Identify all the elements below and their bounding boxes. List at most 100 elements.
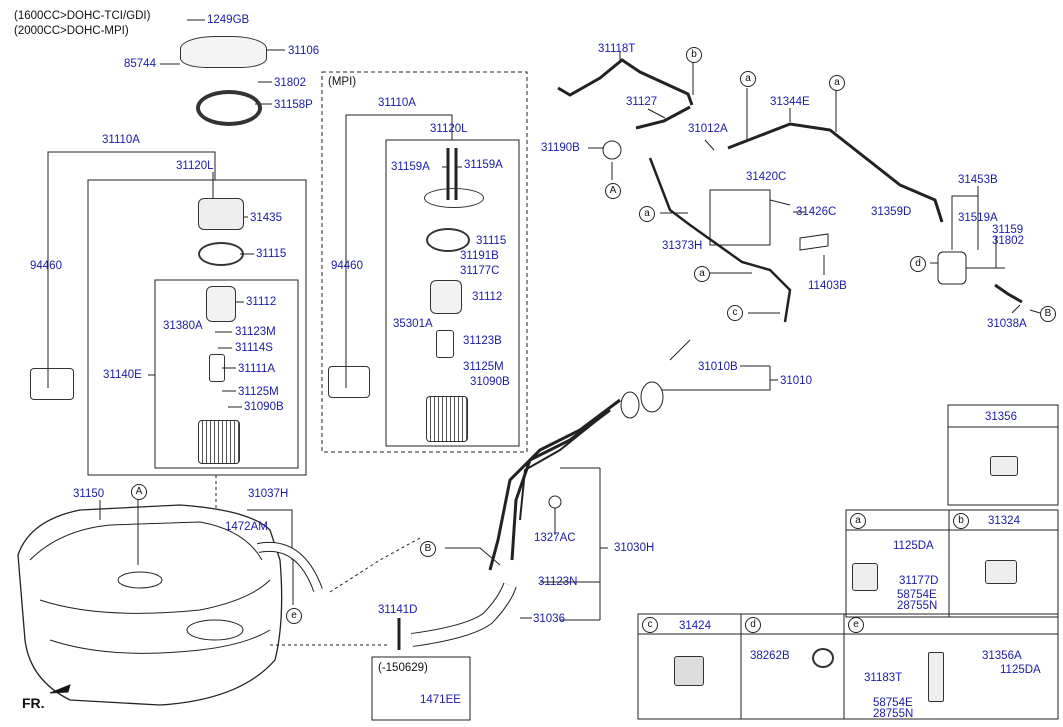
part-label-28755N-a[interactable]: 28755N (897, 600, 938, 612)
part-shape-clip-31324 (985, 560, 1017, 584)
part-label-58754E-e[interactable]: 58754E (873, 697, 913, 709)
date-range-note: (-150629) (378, 662, 428, 674)
marker-B-tank: B (420, 541, 436, 557)
part-label-31106[interactable]: 31106 (288, 45, 320, 57)
part-label-31802-top[interactable]: 31802 (274, 77, 306, 89)
part-label-31183T[interactable]: 31183T (864, 672, 903, 684)
part-label-31123B[interactable]: 31123B (463, 335, 502, 347)
part-label-31036[interactable]: 31036 (533, 613, 565, 625)
part-label-31344E[interactable]: 31344E (770, 96, 810, 108)
marker-B-right: B (1040, 306, 1056, 322)
part-label-31010B[interactable]: 31010B (698, 361, 738, 373)
part-label-31110A-mpi[interactable]: 31110A (378, 97, 416, 109)
part-label-11403B[interactable]: 11403B (808, 280, 847, 292)
part-label-31110A-left[interactable]: 31110A (102, 134, 140, 146)
part-shape-sender-left (30, 368, 74, 400)
part-label-1125DA-a[interactable]: 1125DA (893, 540, 934, 552)
marker-a-mid-2: a (694, 266, 710, 282)
part-label-31435[interactable]: 31435 (250, 212, 282, 224)
part-label-31125M-mpi[interactable]: 31125M (463, 361, 504, 373)
part-label-31802-right[interactable]: 31802 (992, 235, 1024, 247)
marker-A-tank: A (131, 484, 147, 500)
ref-box-b (948, 509, 1059, 618)
marker-d-box: d (745, 617, 761, 633)
part-label-31090B-left[interactable]: 31090B (244, 401, 284, 413)
part-label-31177C[interactable]: 31177C (460, 265, 500, 277)
part-shape-sender-mpi (328, 366, 370, 398)
part-label-28755N-e[interactable]: 28755N (873, 708, 914, 720)
part-label-31112-left[interactable]: 31112 (246, 296, 277, 308)
part-label-1327AC[interactable]: 1327AC (534, 532, 576, 544)
part-label-31420C[interactable]: 31420C (746, 171, 787, 183)
part-label-58754E-a[interactable]: 58754E (897, 589, 937, 601)
part-label-31123M[interactable]: 31123M (235, 326, 276, 338)
part-shape-pump-module-left (198, 198, 244, 230)
part-label-31158P[interactable]: 31158P (274, 99, 313, 111)
part-label-31373H[interactable]: 31373H (662, 240, 703, 252)
part-label-31115-mpi[interactable]: 31115 (476, 235, 507, 247)
part-label-31453B[interactable]: 31453B (958, 174, 998, 186)
part-label-31118T[interactable]: 31118T (598, 43, 636, 55)
part-label-31159[interactable]: 31159 (992, 224, 1024, 236)
part-label-31177D[interactable]: 31177D (899, 575, 939, 587)
part-shape-pump-left (206, 286, 236, 322)
part-label-31030H[interactable]: 31030H (614, 542, 655, 554)
part-label-1125DA-e[interactable]: 1125DA (1000, 664, 1041, 676)
part-label-31426C[interactable]: 31426C (796, 206, 837, 218)
part-shape-strainer-mpi (426, 396, 468, 442)
part-shape-ring-mpi (426, 228, 470, 252)
part-label-94460-left[interactable]: 94460 (30, 260, 62, 272)
marker-a-top-2: a (829, 75, 845, 91)
part-shape-gasket (196, 90, 262, 126)
part-label-31114S[interactable]: 31114S (235, 342, 273, 354)
part-label-31012A[interactable]: 31012A (688, 123, 728, 135)
part-label-31380A[interactable]: 31380A (163, 320, 203, 332)
part-label-31424[interactable]: 31424 (679, 620, 711, 632)
part-label-1249GB[interactable]: 1249GB (207, 14, 250, 26)
part-label-31038A[interactable]: 31038A (987, 318, 1027, 330)
part-label-31010[interactable]: 31010 (780, 375, 812, 387)
part-label-31120L-left[interactable]: 31120L (176, 160, 214, 172)
marker-a-mid-1: a (639, 206, 655, 222)
part-label-38262B[interactable]: 38262B (750, 650, 790, 662)
part-label-35301A[interactable]: 35301A (393, 318, 433, 330)
part-label-31356[interactable]: 31356 (985, 411, 1017, 423)
part-label-31324[interactable]: 31324 (988, 515, 1020, 527)
part-label-31037H[interactable]: 31037H (248, 488, 289, 500)
part-shape-cap-31424 (674, 656, 704, 686)
left-assembly-box (87, 179, 307, 476)
part-shape-filter-left (209, 354, 225, 382)
part-label-31111A[interactable]: 31111A (238, 363, 276, 375)
part-label-31359D[interactable]: 31359D (871, 206, 912, 218)
part-label-85744[interactable]: 85744 (124, 58, 156, 70)
part-label-31159A-2[interactable]: 31159A (464, 159, 503, 171)
part-label-31190B[interactable]: 31190B (541, 142, 580, 154)
part-label-31150[interactable]: 31150 (73, 488, 105, 500)
part-label-31356A[interactable]: 31356A (982, 650, 1022, 662)
part-label-31115-left[interactable]: 31115 (256, 248, 287, 260)
part-label-31519A[interactable]: 31519A (958, 212, 998, 224)
part-label-31112-mpi[interactable]: 31112 (472, 291, 503, 303)
part-label-31141D[interactable]: 31141D (378, 604, 418, 616)
part-label-31191B[interactable]: 31191B (460, 250, 499, 262)
part-label-31127[interactable]: 31127 (626, 96, 658, 108)
part-shape-bracket-e (928, 652, 944, 702)
part-label-31120L-mpi[interactable]: 31120L (430, 123, 468, 135)
marker-e-box: e (848, 617, 864, 633)
part-label-31140E[interactable]: 31140E (103, 369, 142, 381)
engine-note-2: (2000CC>DOHC-MPI) (14, 25, 129, 37)
part-label-1472AM[interactable]: 1472AM (225, 521, 268, 533)
part-label-1471EE[interactable]: 1471EE (420, 694, 461, 706)
mpi-note: (MPI) (328, 76, 357, 88)
part-label-31159A-1[interactable]: 31159A (391, 161, 430, 173)
part-label-31123N[interactable]: 31123N (538, 576, 578, 588)
left-inner-box (154, 279, 299, 469)
part-label-31090B-mpi[interactable]: 31090B (470, 376, 510, 388)
engine-note-1: (1600CC>DOHC-TCI/GDI) (14, 10, 151, 22)
part-label-94460-mpi[interactable]: 94460 (331, 260, 363, 272)
part-label-31125M-left[interactable]: 31125M (238, 386, 279, 398)
marker-b-box: b (953, 513, 969, 529)
marker-d-right: d (910, 256, 926, 272)
marker-a-top-1: a (740, 71, 756, 87)
mpi-dashed-box (321, 71, 528, 453)
